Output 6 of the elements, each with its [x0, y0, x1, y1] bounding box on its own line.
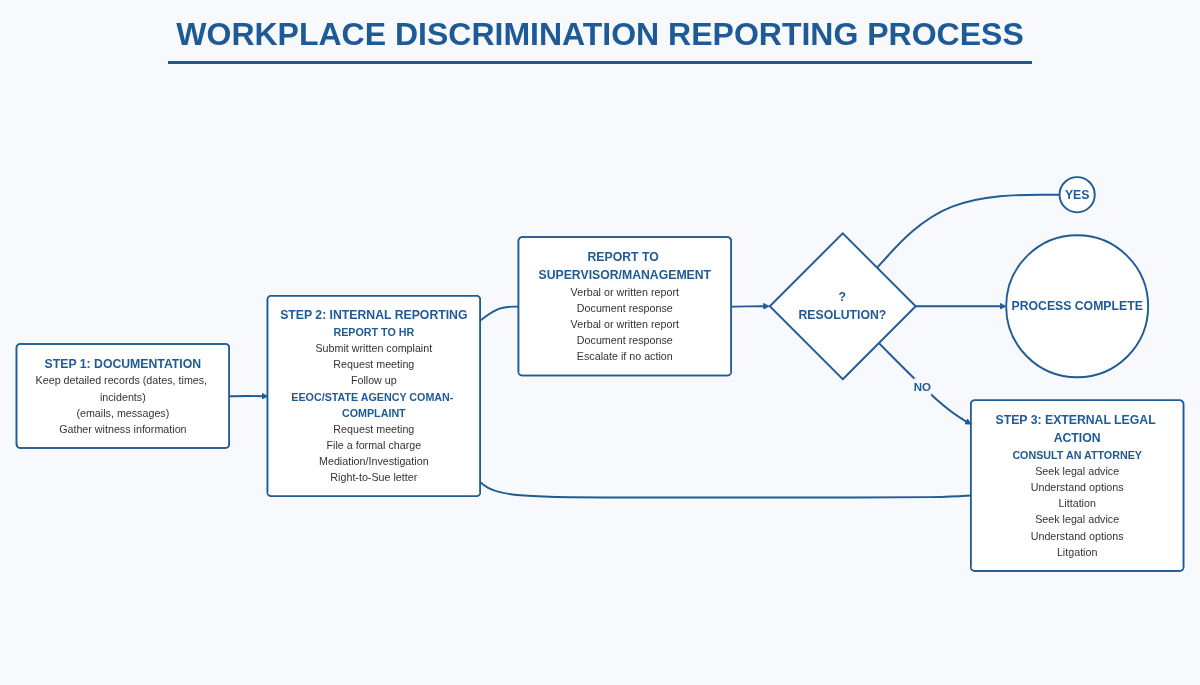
node-diamond: ? RESOLUTION? [768, 232, 918, 381]
arrow [914, 302, 1007, 310]
node-circle: PROCESS COMPLETE [1005, 234, 1150, 379]
title: WORKPLACE DISCRIMINATION REPORTING PROCESS [168, 16, 1032, 64]
edge-label: NO [913, 379, 931, 393]
node-circle: YES [1058, 176, 1096, 214]
